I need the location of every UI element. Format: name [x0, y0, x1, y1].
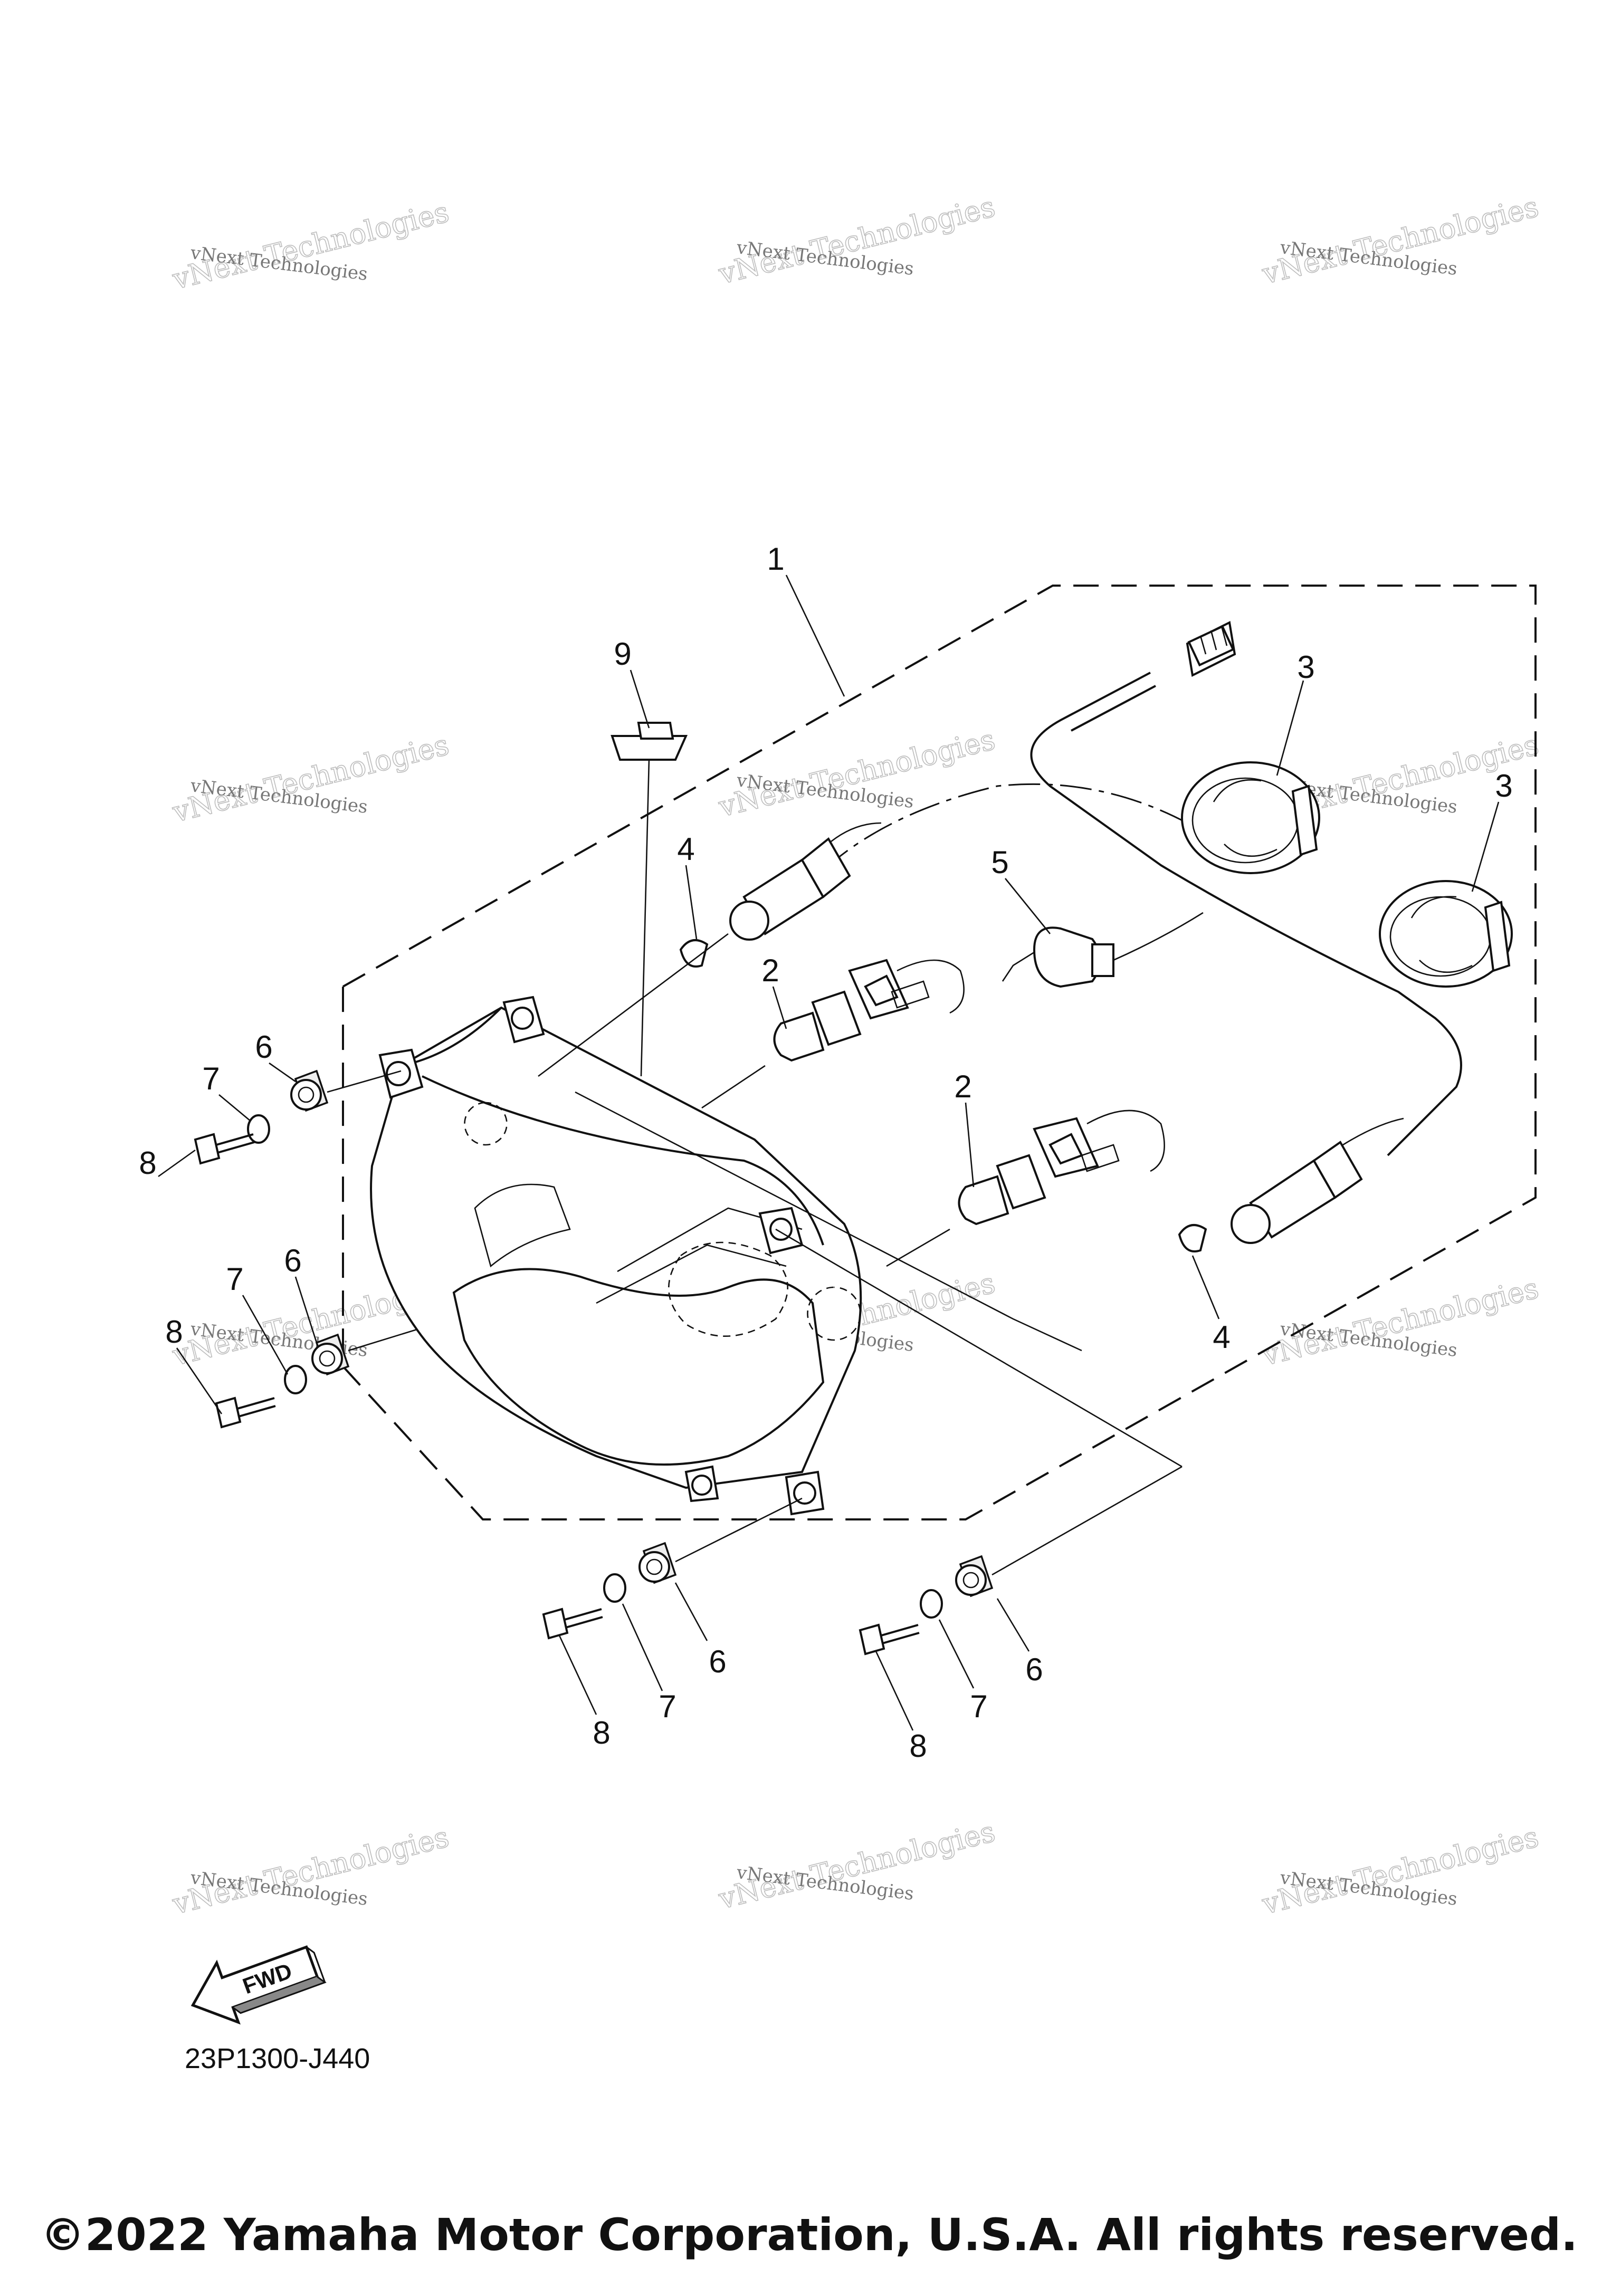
part-4-bulb-lower: [1178, 1224, 1207, 1252]
callout-7: 7: [226, 1261, 243, 1297]
part-3-cover-right: [1379, 880, 1513, 988]
callout-leaders: [158, 575, 1500, 1731]
part-2-bulb-upper: [701, 959, 965, 1109]
wiring-harness: [822, 621, 1462, 1156]
watermark: vNext Technologies vNext Technologies: [1258, 1271, 1542, 1373]
watermark: vNext Technologies vNext Technologies: [1258, 1820, 1542, 1921]
callout-6: 6: [284, 1243, 301, 1278]
wire-connector-4pin: [1186, 621, 1236, 677]
watermark: vNext Technologies vNext Technologies: [714, 722, 998, 824]
copyright-notice: ©2022 Yamaha Motor Corporation, U.S.A. A…: [41, 2209, 1578, 2261]
callout-8: 8: [909, 1728, 927, 1764]
callout-3: 3: [1495, 768, 1512, 803]
mount-boss: [684, 1465, 719, 1503]
callout-7: 7: [970, 1689, 987, 1724]
callout-7: 7: [202, 1061, 220, 1096]
callout-9: 9: [614, 636, 631, 672]
fastener-set-left-upper: [194, 1069, 402, 1165]
watermark: vNext Technologies vNext Technologies: [168, 1820, 452, 1921]
assembly-boundary: [342, 585, 1537, 1520]
callout-8: 8: [165, 1314, 183, 1350]
fwd-arrow-icon: FWD: [190, 1945, 327, 2025]
part-4-bulb-upper: [679, 939, 709, 968]
callout-8: 8: [593, 1715, 610, 1750]
callout-5: 5: [991, 845, 1008, 880]
callout-6: 6: [709, 1644, 726, 1679]
part-5-grommet: [1002, 912, 1204, 988]
diagram-part-code: 23P1300-J440: [185, 2043, 370, 2074]
callout-3: 3: [1297, 649, 1314, 685]
mount-boss: [378, 1048, 424, 1099]
callout-labels: 1 9 3 3 4 5 2 2 6 7 8 6 7 8 4 6 7 8 6 7 …: [139, 541, 1512, 1764]
fastener-set-left-lower: [215, 1328, 417, 1429]
watermarks: vNext Technologies vNext Technologies vN…: [168, 189, 1542, 1921]
callout-6: 6: [255, 1029, 272, 1065]
headlight-housing: [370, 996, 862, 1516]
fastener-set-bottom-right: [859, 1466, 1183, 1656]
bulb-socket-upper: [538, 822, 882, 1077]
watermark: vNext Technologies vNext Technologies: [714, 189, 998, 291]
mount-boss: [785, 1470, 825, 1516]
part-9-clip: [611, 722, 688, 1077]
part-2-bulb-lower: [886, 1109, 1165, 1267]
watermark: vNext Technologies vNext Technologies: [1258, 189, 1542, 291]
bulb-socket-lower: [1231, 1117, 1404, 1244]
callout-1: 1: [767, 541, 784, 577]
watermark: vNext Technologies vNext Technologies: [168, 195, 452, 296]
callout-4: 4: [1213, 1319, 1230, 1355]
watermark: vNext Technologies vNext Technologies: [168, 728, 452, 829]
mount-boss: [502, 996, 545, 1044]
watermark: vNext Technologies vNext Technologies: [714, 1814, 998, 1916]
callout-2: 2: [761, 953, 779, 988]
callout-8: 8: [139, 1145, 156, 1181]
callout-7: 7: [659, 1689, 676, 1724]
part-3-cover-left: [1181, 761, 1320, 874]
mounting-axis-line: [575, 1091, 1183, 1468]
fastener-set-bottom-middle: [542, 1497, 803, 1640]
callout-4: 4: [677, 831, 694, 867]
callout-6: 6: [1025, 1652, 1043, 1687]
callout-2: 2: [954, 1069, 971, 1104]
